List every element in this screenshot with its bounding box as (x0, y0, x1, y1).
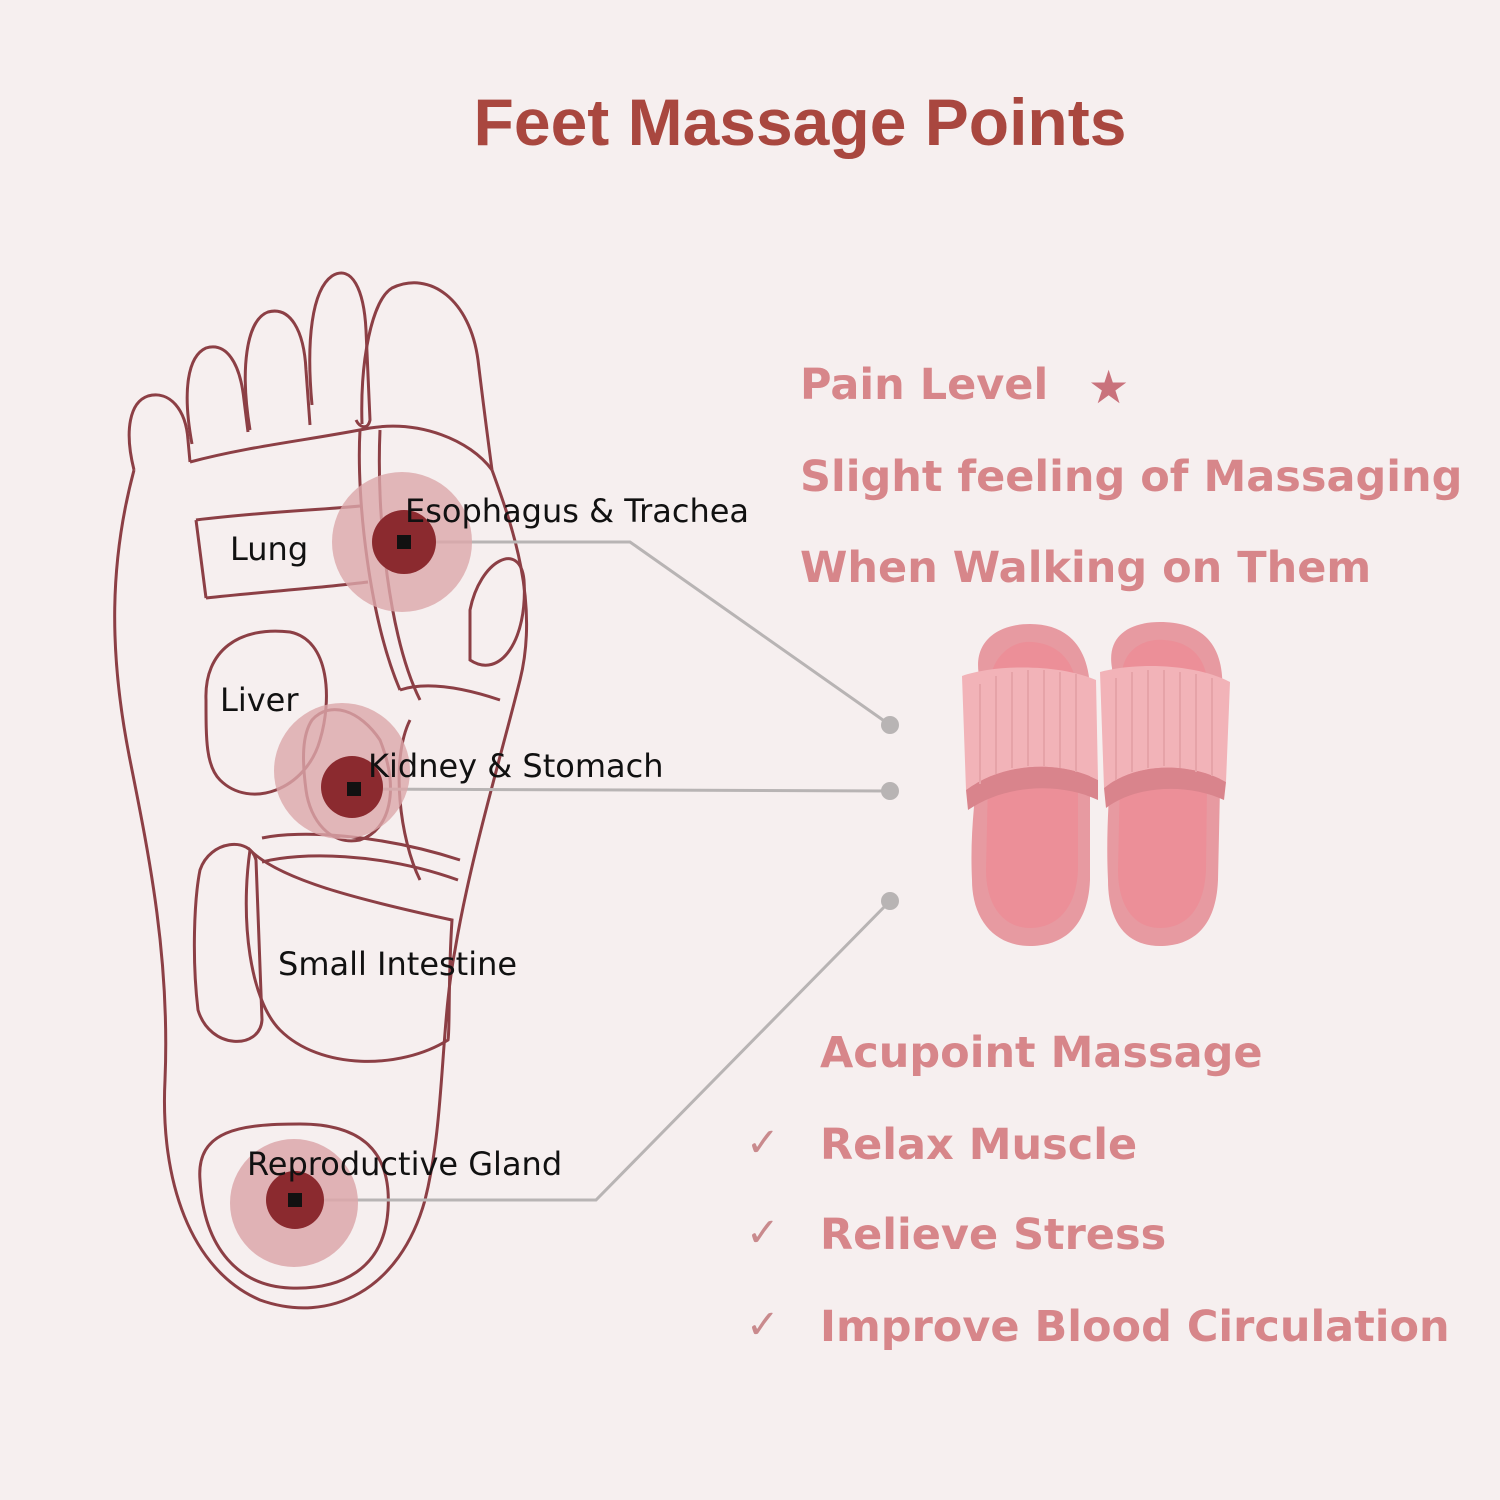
pain-line-2: When Walking on Them (800, 543, 1372, 593)
endpoint-1 (881, 716, 899, 734)
hotspot-kidney (274, 703, 410, 839)
pain-line-1: Slight feeling of Massaging (800, 452, 1463, 502)
toe-base-line (189, 424, 494, 471)
intestine-zone (244, 846, 454, 1063)
label-lung: Lung (230, 530, 308, 568)
toe-big (360, 281, 494, 471)
benefit-item: Improve Blood Circulation (820, 1302, 1450, 1352)
toe-second (308, 271, 372, 429)
heel-zone (198, 1122, 390, 1290)
slippers-image (962, 622, 1230, 946)
label-gland: Reproductive Gland (247, 1145, 562, 1183)
endpoint-3 (881, 892, 899, 910)
right-zone (468, 557, 526, 667)
left-arch-zone (192, 843, 264, 1043)
benefit-item: Relax Muscle (820, 1120, 1138, 1170)
toe-fourth (185, 345, 250, 445)
benefits-heading: Acupoint Massage (820, 1028, 1263, 1078)
star-icon: ★ (1088, 360, 1130, 414)
leader-lines (296, 540, 892, 1202)
slipper-right (1100, 622, 1230, 946)
check-icon: ✓ (746, 1210, 780, 1256)
toe-third (243, 309, 312, 431)
page-title: Feet Massage Points (473, 85, 1127, 159)
label-esophagus: Esophagus & Trachea (405, 492, 749, 530)
leader-esophagus (405, 540, 891, 727)
leader-kidney (354, 787, 891, 793)
leader-gland (296, 899, 892, 1202)
label-liver: Liver (220, 681, 299, 719)
slipper-left (962, 624, 1098, 946)
sole-outline (113, 469, 529, 1310)
check-icon: ✓ (746, 1302, 780, 1348)
hotspot-gland (230, 1139, 358, 1267)
label-kidney: Kidney & Stomach (368, 747, 663, 785)
benefit-item: Relieve Stress (820, 1210, 1167, 1260)
pain-level-label: Pain Level (800, 360, 1049, 410)
label-intestine: Small Intestine (278, 945, 517, 983)
leader-endpoints (881, 716, 899, 910)
toe-little (127, 393, 192, 471)
endpoint-2 (881, 782, 899, 800)
check-icon: ✓ (746, 1120, 780, 1166)
hotspot-esophagus (332, 472, 472, 612)
